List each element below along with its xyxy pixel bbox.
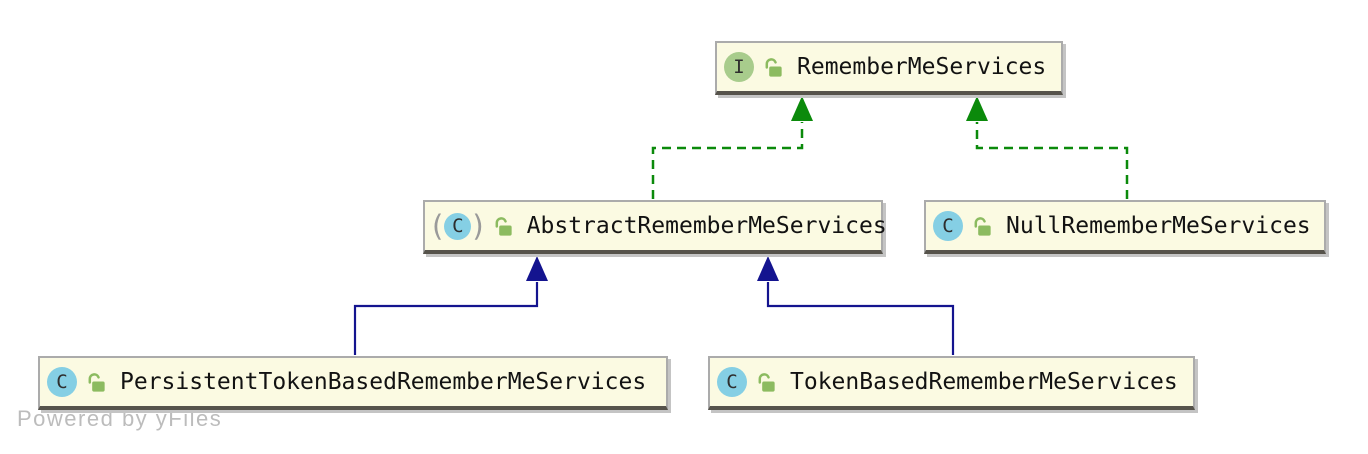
- class-icon-letter: C: [726, 371, 738, 393]
- node-null-remember-me-services[interactable]: C NullRememberMeServices: [924, 200, 1326, 254]
- abstract-class-icon: C: [432, 212, 484, 240]
- node-label: PersistentTokenBasedRememberMeServices: [120, 369, 647, 395]
- public-lock-icon: [762, 56, 785, 79]
- edge-extends-tokenbased[interactable]: [757, 256, 955, 355]
- public-lock-icon: [85, 371, 108, 394]
- class-icon: C: [933, 211, 963, 241]
- node-remember-me-services[interactable]: I RememberMeServices: [715, 41, 1063, 95]
- public-lock-icon: [755, 371, 778, 394]
- yfiles-watermark: Powered by yFiles: [17, 406, 223, 431]
- node-label: AbstractRememberMeServices: [526, 213, 887, 239]
- node-label: RememberMeServices: [797, 54, 1047, 80]
- class-icon: C: [47, 367, 77, 397]
- node-label: NullRememberMeServices: [1006, 213, 1311, 239]
- interface-icon: I: [724, 52, 754, 82]
- node-abstract-remember-me-services[interactable]: C AbstractRememberMeServices: [423, 200, 887, 254]
- node-token-based-remember-me-services[interactable]: C TokenBasedRememberMeServices: [708, 356, 1195, 410]
- edge-extends-persistent[interactable]: [353, 256, 548, 355]
- node-label: TokenBasedRememberMeServices: [790, 369, 1178, 395]
- public-lock-icon: [492, 215, 515, 238]
- edge-implements-null[interactable]: [966, 96, 1129, 199]
- class-icon-letter: C: [452, 215, 464, 237]
- node-persistent-token-based-remember-me-services[interactable]: C PersistentTokenBasedRememberMeServices: [38, 356, 668, 410]
- edge-implements-abstract[interactable]: [651, 96, 813, 199]
- class-icon-letter: C: [942, 215, 954, 237]
- public-lock-icon: [971, 215, 994, 238]
- class-icon-letter: C: [56, 371, 68, 393]
- class-icon: C: [717, 367, 747, 397]
- interface-icon-letter: I: [733, 56, 745, 78]
